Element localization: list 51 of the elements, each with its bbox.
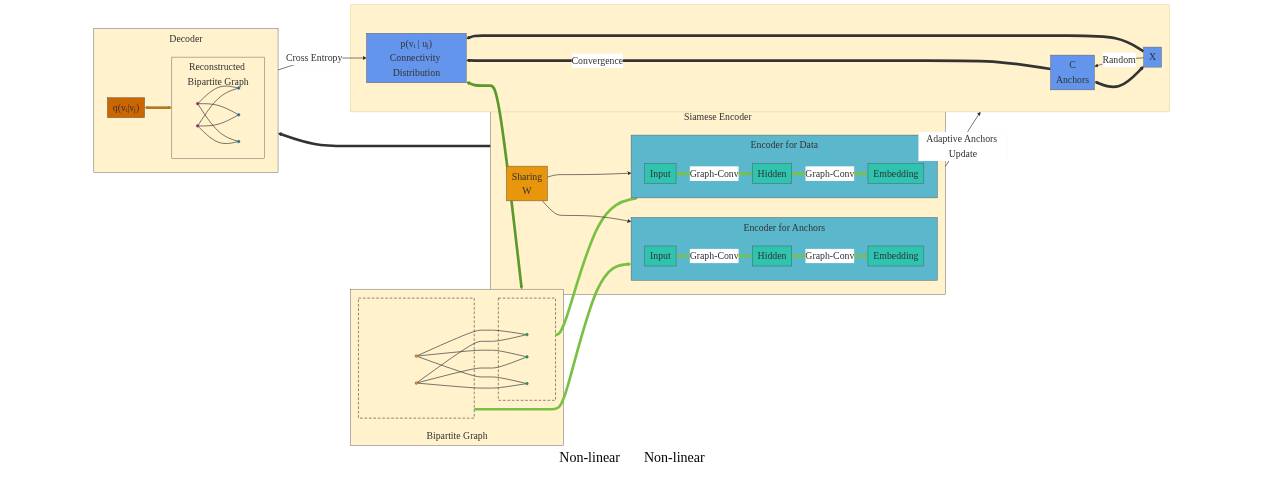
connector — [417, 334, 527, 383]
node-circle — [525, 381, 529, 385]
node-box: X — [1143, 46, 1163, 67]
node-box: C Anchors — [1050, 54, 1095, 90]
node-circle — [415, 354, 419, 358]
node-box: q(vᵢ|vⱼ) — [107, 96, 146, 118]
cluster: Bipartite Graph — [350, 288, 565, 446]
arrow — [278, 132, 491, 147]
node-circle — [525, 332, 529, 336]
node-circle — [415, 381, 419, 385]
arrow — [145, 105, 173, 110]
node-box: p(vᵢ | uⱼ) Connectivity Distribution — [366, 32, 467, 83]
arrow — [474, 261, 632, 411]
edge-label: Graph-Conv — [805, 167, 855, 179]
arrow — [466, 33, 1145, 53]
node-box: Input — [644, 245, 677, 266]
edge-label: Random — [1102, 53, 1137, 65]
connector — [198, 103, 239, 141]
node-box: Embedding — [868, 162, 925, 184]
node-circle — [237, 139, 241, 143]
arrow — [1094, 65, 1145, 88]
cluster — [358, 297, 475, 418]
node-box: Input — [644, 162, 677, 184]
node-box: Hidden — [752, 245, 793, 266]
edge-label: Cross Entropy — [286, 51, 343, 64]
note-label: Non-linear — [559, 450, 620, 466]
arrow — [466, 58, 1052, 70]
cluster: Reconstructed Bipartite Graph — [171, 56, 266, 158]
connector — [198, 87, 239, 125]
connector — [417, 329, 527, 356]
cluster — [350, 4, 1171, 112]
edge-label: Graph-Conv — [690, 167, 740, 179]
node-circle — [196, 123, 200, 127]
cluster — [498, 297, 557, 401]
connector — [417, 382, 527, 388]
edge-label: Graph-Conv — [690, 249, 740, 262]
connector — [199, 114, 239, 126]
node-circle — [237, 112, 241, 116]
connector — [199, 102, 239, 114]
node-box: Sharing W — [506, 165, 549, 201]
node-circle — [525, 354, 529, 358]
node-circle — [196, 101, 200, 105]
note-label: Non-linear — [644, 450, 705, 466]
node-box: Hidden — [752, 162, 793, 184]
edge-label: Graph-Conv — [805, 249, 855, 262]
node-box: Embedding — [868, 245, 925, 266]
connector — [198, 126, 238, 144]
edge-label: Convergence — [571, 54, 624, 66]
node-circle — [237, 86, 241, 90]
connector — [198, 85, 238, 103]
connector — [417, 349, 527, 357]
